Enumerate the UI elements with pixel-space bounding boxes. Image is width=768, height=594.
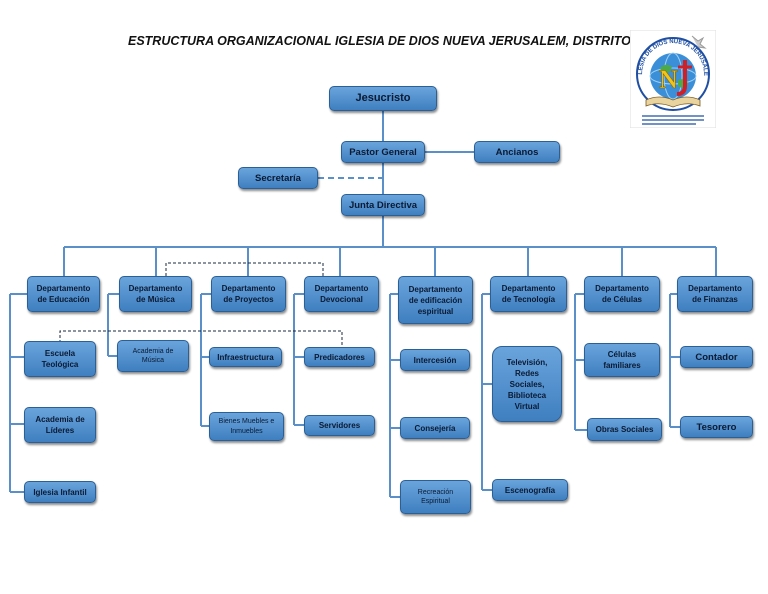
unit-contador: Contador xyxy=(680,346,753,368)
department-finanzas: Departamento de Finanzas xyxy=(677,276,753,312)
department-proyectos: Departamento de Proyectos xyxy=(211,276,286,312)
unit-infraestructura: Infraestructura xyxy=(209,347,282,367)
unit-bienes-muebles: Bienes Muebles e Inmuebles xyxy=(209,412,284,441)
department-educacion: Departamento de Educación xyxy=(27,276,100,312)
department-edificacion: Departamento de edificación espiritual xyxy=(398,276,473,324)
unit-iglesia-infantil: Iglesia Infantil xyxy=(24,481,96,503)
unit-obras-sociales: Obras Sociales xyxy=(587,418,662,441)
unit-escuela-teologica: Escuela Teológica xyxy=(24,341,96,377)
unit-escenografia: Escenografía xyxy=(492,479,568,501)
department-devocional: Departamento Devocional xyxy=(304,276,379,312)
unit-television-redes: Televisión, Redes Sociales, Biblioteca V… xyxy=(492,346,562,422)
department-musica: Departamento de Música xyxy=(119,276,192,312)
unit-recreacion-espiritual: Recreación Espiritual xyxy=(400,480,471,514)
unit-academia-lideres: Academia de Líderes xyxy=(24,407,96,443)
node-ancianos: Ancianos xyxy=(474,141,560,163)
unit-tesorero: Tesorero xyxy=(680,416,753,438)
unit-predicadores: Predicadores xyxy=(304,347,375,367)
dashed-musica-devocional xyxy=(165,262,324,276)
department-tecnologia: Departamento de Tecnología xyxy=(490,276,567,312)
node-junta-directiva: Junta Directiva xyxy=(341,194,425,216)
unit-servidores: Servidores xyxy=(304,415,375,436)
chart-title: ESTRUCTURA ORGANIZACIONAL IGLESIA DE DIO… xyxy=(128,34,649,48)
church-logo: N IGLESIA DE DIOS NUEVA JERUSALEM xyxy=(628,26,717,129)
unit-intercesion: Intercesión xyxy=(400,349,470,371)
dashed-teologica-predicadores xyxy=(59,330,343,347)
node-secretaria: Secretaría xyxy=(238,167,318,189)
node-pastor-general: Pastor General xyxy=(341,141,425,163)
unit-celulas-familiares: Células familiares xyxy=(584,343,660,377)
department-celulas: Departamento de Células xyxy=(584,276,660,312)
unit-academia-musica: Academia de Música xyxy=(117,340,189,372)
node-jesucristo: Jesucristo xyxy=(329,86,437,111)
unit-consejeria: Consejería xyxy=(400,417,470,439)
svg-text:N: N xyxy=(659,65,678,94)
